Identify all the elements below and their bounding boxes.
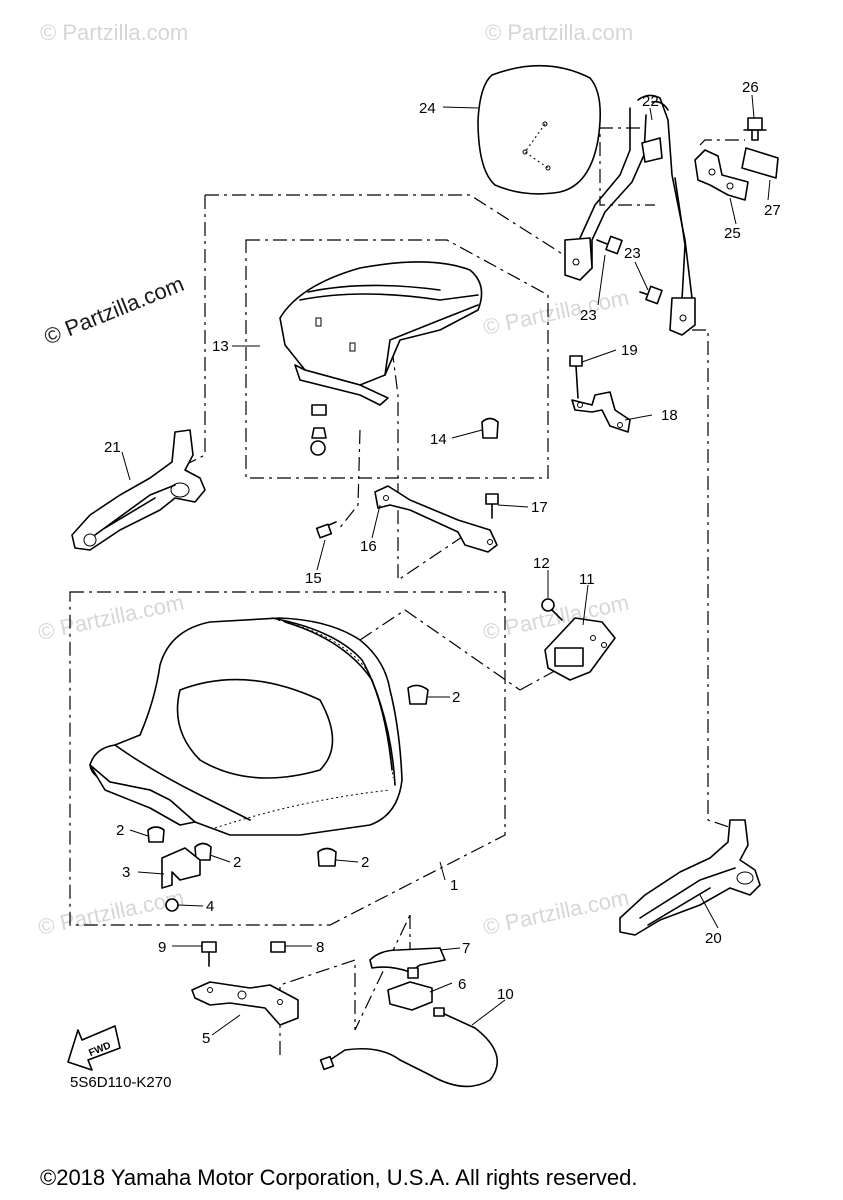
callout-2: 2 (361, 854, 369, 871)
callout-21: 21 (104, 439, 121, 456)
callout-22: 22 (642, 93, 659, 110)
callout-27: 27 (764, 202, 781, 219)
damper-2 (194, 842, 212, 861)
callout-17: 17 (531, 499, 548, 516)
callout-6: 6 (458, 976, 466, 993)
callout-4: 4 (206, 898, 214, 915)
main-seat-assembly-box (69, 591, 506, 926)
bracket-18 (571, 391, 631, 433)
callout-11: 11 (579, 571, 595, 588)
callout-9: 9 (158, 939, 166, 956)
bolt-19 (569, 355, 583, 399)
damper-27 (741, 147, 779, 179)
bolt-9 (201, 941, 217, 967)
damper-2 (147, 826, 165, 843)
watermark: © Partzilla.com (481, 885, 631, 940)
callout-15: 15 (305, 570, 322, 587)
grab-bar-left (71, 429, 206, 551)
watermark-main: © Partzilla.com (41, 271, 188, 350)
pillion-seat (279, 261, 483, 406)
callout-1: 1 (450, 877, 458, 894)
bolt-26 (743, 117, 767, 141)
plate-5 (191, 981, 299, 1026)
bolt-17 (485, 493, 499, 519)
watermark: © Partzilla.com (36, 885, 186, 940)
callout-5: 5 (202, 1030, 210, 1047)
callout-19: 19 (621, 342, 638, 359)
callout-2: 2 (116, 822, 124, 839)
callout-labels: 1 2 2 2 2 3 4 5 6 7 8 9 10 11 12 13 14 1… (104, 79, 781, 1047)
cable-10 (319, 1007, 499, 1088)
pillion-seat-assembly-box (245, 239, 549, 479)
bracket-16 (374, 485, 498, 553)
main-seat (89, 617, 403, 836)
hook-7 (369, 947, 446, 973)
bracket-3 (161, 847, 201, 889)
callout-25: 25 (724, 225, 741, 242)
callout-12: 12 (533, 555, 550, 572)
leader-lines (121, 94, 771, 1036)
callout-13: 13 (212, 338, 229, 355)
damper-2 (317, 847, 337, 867)
callout-24: 24 (419, 100, 436, 117)
backrest-frame (564, 94, 696, 336)
callout-2: 2 (452, 689, 460, 706)
callout-10: 10 (497, 986, 514, 1003)
backrest-pad (477, 64, 602, 195)
callout-18: 18 (661, 407, 678, 424)
bolt-15 (315, 521, 337, 539)
bracket-11 (544, 617, 616, 681)
damper-14 (481, 417, 499, 439)
fwd-arrow-icon: FWD (67, 1025, 121, 1071)
copyright-notice: ©2018 Yamaha Motor Corporation, U.S.A. A… (40, 1165, 637, 1190)
watermark: © Partzilla.com (40, 20, 188, 45)
callout-3: 3 (122, 864, 130, 881)
callout-14: 14 (430, 431, 447, 448)
callout-23: 23 (624, 245, 641, 262)
callout-2: 2 (233, 854, 241, 871)
callout-8: 8 (316, 939, 324, 956)
callout-26: 26 (742, 79, 759, 96)
grab-bar-right (619, 819, 761, 936)
watermark: © Partzilla.com (481, 285, 631, 340)
lock-6 (387, 967, 433, 1011)
callout-23: 23 (580, 307, 597, 324)
callout-7: 7 (462, 940, 470, 957)
callout-16: 16 (360, 538, 377, 555)
watermark: © Partzilla.com (36, 590, 186, 645)
watermark: © Partzilla.com (485, 20, 633, 45)
nut-4 (165, 898, 179, 912)
callout-20: 20 (705, 930, 722, 947)
bolt-23a (596, 235, 623, 255)
nut-8 (270, 941, 286, 953)
bracket-25 (694, 149, 749, 201)
damper-2 (407, 684, 429, 705)
diagram-code: 5S6D110-K270 (70, 1074, 171, 1091)
nut-pillion (310, 404, 327, 456)
bolt-12 (541, 598, 563, 621)
bolt-23b (639, 285, 663, 305)
